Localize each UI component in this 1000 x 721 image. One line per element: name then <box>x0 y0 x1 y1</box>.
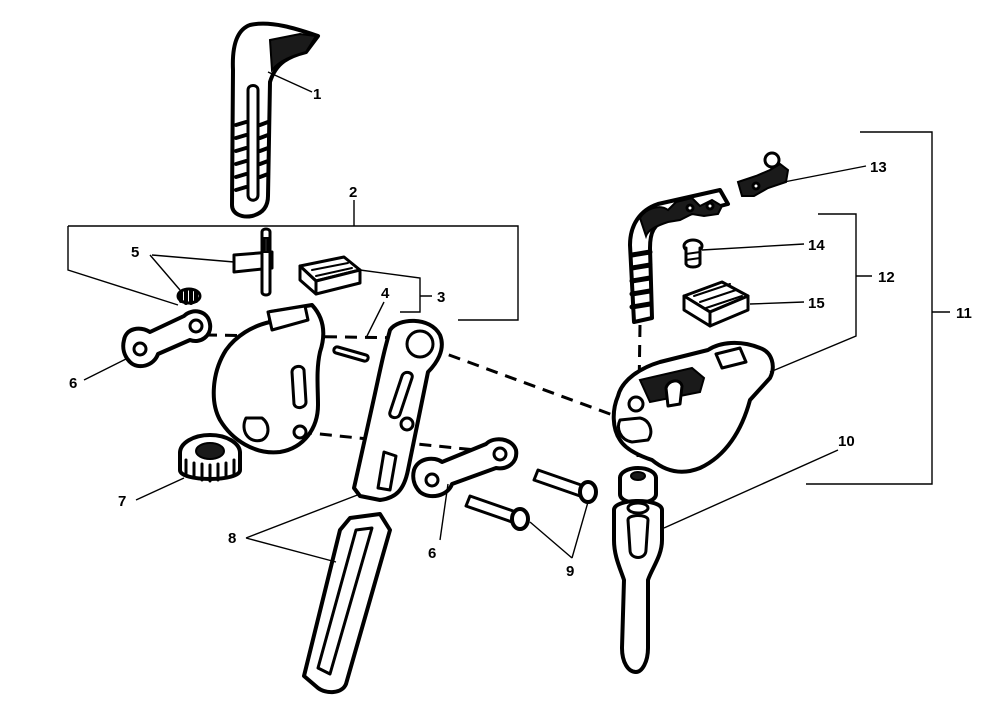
bolts-part-9 <box>464 468 598 531</box>
pin-part-4 <box>332 345 370 363</box>
block-part-15 <box>682 280 750 328</box>
callout-8: 8 <box>228 530 236 547</box>
callout-11: 11 <box>956 305 972 322</box>
chain-part-13 <box>628 151 790 324</box>
side-plate-right-part-6 <box>411 437 519 499</box>
callout-10: 10 <box>838 433 855 450</box>
callout-2: 2 <box>349 184 357 201</box>
callout-7: 7 <box>118 493 126 510</box>
knurled-nut-part-7 <box>178 433 242 483</box>
callout-6-right: 6 <box>428 545 436 562</box>
side-plate-left-part-6 <box>121 309 213 369</box>
callout-labels: 1 2 3 4 5 6 6 7 8 9 10 11 12 13 14 15 <box>69 86 972 580</box>
callout-5: 5 <box>131 244 139 261</box>
callout-6-left: 6 <box>69 375 77 392</box>
chain-jaw-part-12 <box>611 341 775 474</box>
callout-12: 12 <box>878 269 895 286</box>
spring-retainer-part-5 <box>176 227 274 305</box>
callout-3: 3 <box>437 289 445 306</box>
screw-part-14 <box>682 238 704 269</box>
callout-14: 14 <box>808 237 825 254</box>
leader-lines <box>67 71 950 563</box>
callout-9: 9 <box>566 563 574 580</box>
hook-jaw-part-1 <box>230 21 320 219</box>
jaw-frame-part-2 <box>211 303 326 455</box>
chain-handle-part-10 <box>612 466 664 674</box>
handle-part-8 <box>302 318 444 695</box>
callout-4: 4 <box>381 285 390 302</box>
callout-13: 13 <box>870 159 887 176</box>
jaw-insert-part-3 <box>298 255 362 296</box>
callout-1: 1 <box>313 86 321 103</box>
callout-15: 15 <box>808 295 825 312</box>
